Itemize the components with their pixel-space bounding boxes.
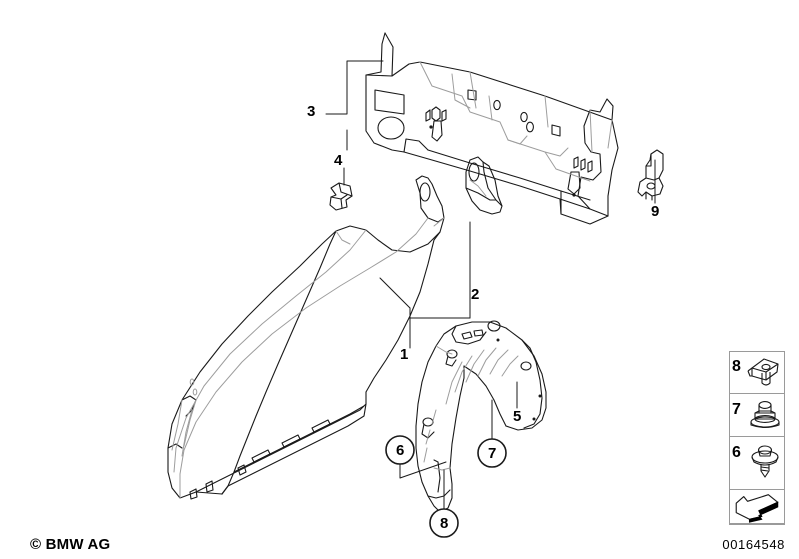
- callout-label-5: 5: [513, 408, 522, 425]
- callout-label-9: 9: [651, 203, 660, 220]
- legend-number-8: 8: [732, 358, 741, 375]
- diagram-part-id: 00164548: [722, 537, 785, 552]
- callout-label-3: 3: [307, 103, 316, 120]
- part-angled-bracket: [637, 149, 664, 201]
- expanding-rivet-icon: [751, 445, 779, 478]
- square-clip-nut-icon: [747, 358, 779, 386]
- legend-item-6: 6: [729, 437, 785, 480]
- callout-label-2: 2: [471, 286, 480, 303]
- callout-label-4: 4: [334, 152, 343, 169]
- legend-number-7: 7: [732, 401, 741, 418]
- part-wheel-arch-liner: [415, 320, 547, 519]
- leader-lines: [325, 60, 656, 510]
- callout-label-6: 6: [396, 442, 405, 459]
- part-rear-panel: [365, 32, 619, 225]
- cap-nut-icon: [750, 401, 780, 429]
- view-direction-arrow-icon: [735, 494, 779, 523]
- callout-label-7: 7: [488, 445, 497, 462]
- callout-label-8: 8: [440, 515, 449, 532]
- copyright-notice: © BMW AG: [30, 536, 111, 553]
- part-curved-bracket: [465, 156, 503, 215]
- part-small-clip: [329, 182, 353, 211]
- part-side-panel: [167, 175, 445, 500]
- legend-number-6: 6: [732, 444, 741, 461]
- callout-label-1: 1: [400, 346, 409, 363]
- view-direction-cell: [729, 489, 785, 525]
- callout-circles: [385, 435, 507, 538]
- fastener-legend: 8 7: [729, 351, 785, 524]
- legend-item-7: 7: [729, 394, 785, 437]
- legend-item-8: 8: [729, 351, 785, 394]
